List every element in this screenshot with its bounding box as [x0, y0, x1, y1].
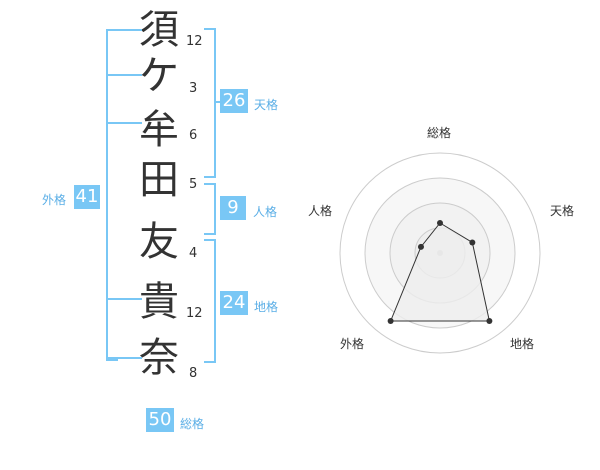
stroke-count-6: 12	[186, 306, 203, 321]
radar-label-soukaku: 総格	[427, 126, 452, 140]
jinkaku-value-badge: 9	[220, 196, 246, 220]
radar-polygon	[389, 222, 490, 322]
stroke-count-5: 4	[189, 246, 198, 261]
gaikaku-top-arm	[106, 29, 142, 31]
gaikaku-tick-3	[106, 298, 142, 300]
stroke-count-3: 6	[189, 128, 198, 143]
gaikaku-label: 外格	[42, 193, 67, 207]
tenkaku-bracket-line	[204, 28, 216, 178]
radar-point-0	[437, 220, 443, 226]
gaikaku-bracket-line	[106, 29, 118, 361]
radar-label-chikaku: 地格	[510, 337, 535, 351]
name-char-5: 友	[139, 219, 179, 265]
tenkaku-connector	[214, 101, 220, 103]
radar-point-4	[417, 243, 424, 250]
radar-point-1	[469, 239, 476, 246]
jinkaku-bracket-line	[204, 183, 216, 235]
chikaku-bracket-line	[204, 239, 216, 363]
gaikaku-value-badge: 41	[74, 185, 100, 209]
tenkaku-value-badge: 26	[220, 89, 248, 113]
stroke-count-2: 3	[189, 81, 198, 96]
stroke-count-7: 8	[189, 366, 198, 381]
stroke-count-1: 12	[186, 34, 203, 49]
name-char-4: 田	[139, 157, 179, 203]
soukaku-value-badge: 50	[146, 408, 174, 432]
name-char-6: 貴	[139, 279, 179, 325]
radar-point-3	[387, 317, 394, 324]
radar-label-jinkaku: 人格	[308, 204, 333, 218]
gaikaku-bottom-arm	[106, 357, 142, 359]
name-char-3: 牟	[139, 107, 179, 153]
jinkaku-label: 人格	[253, 205, 278, 219]
radar-point-2	[486, 317, 493, 324]
radar-label-tenkaku: 天格	[550, 204, 575, 218]
name-char-1: 須	[139, 7, 179, 53]
name-char-2: ケ	[139, 53, 179, 99]
soukaku-label: 総格	[180, 417, 205, 431]
name-char-7: 奈	[139, 335, 179, 381]
tenkaku-label: 天格	[254, 98, 279, 112]
chikaku-label: 地格	[254, 300, 279, 314]
gaikaku-tick-2	[106, 122, 142, 124]
gaikaku-tick-1	[106, 74, 142, 76]
radar-chart	[339, 152, 541, 354]
stroke-count-4: 5	[189, 177, 198, 192]
radar-label-gaikaku: 外格	[340, 337, 365, 351]
chikaku-value-badge: 24	[220, 291, 248, 315]
radar-points	[387, 220, 493, 324]
